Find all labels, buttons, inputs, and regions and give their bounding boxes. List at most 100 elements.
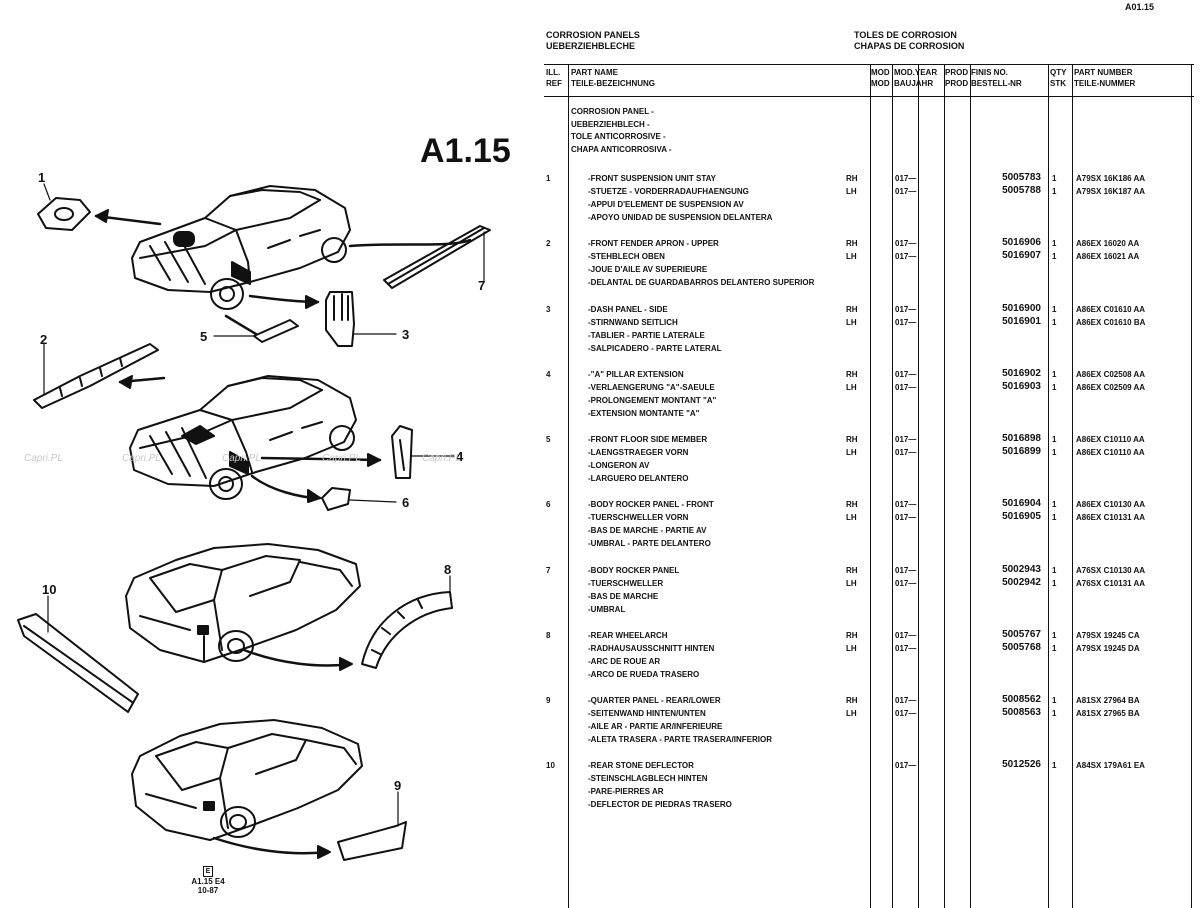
row-fins: 5016900 [1002,303,1041,314]
column-rule [1048,64,1049,908]
column-rule [1191,64,1192,908]
column-rule [944,64,945,908]
row-year: 017— [895,187,917,196]
row-qty: 1 [1052,370,1057,379]
row-year: 017— [895,761,917,770]
title-block-left: CORROSION PANELS UEBERZIEHBLECHE [546,30,640,52]
row-qty: 1 [1052,579,1057,588]
row-part-number: A86EX C02509 AA [1076,383,1146,392]
row-year: 017— [895,239,917,248]
table-row: 9 -QUARTER PANEL - REAR/LOWER-SEITENWAND… [544,694,1194,750]
row-side: RH [846,370,858,379]
row-qty: 1 [1052,696,1057,705]
row-names: -FRONT FENDER APRON - UPPER-STEHBLECH OB… [588,239,815,287]
row-fins: 5005788 [1002,185,1041,196]
callout-9: 9 [394,778,402,793]
watermark: Capri.PL [222,453,261,464]
row-part-number: A79SX 16K187 AA [1076,187,1146,196]
title-es: CHAPAS DE CORROSION [854,41,965,51]
row-side: LH [846,448,857,457]
parts-sheet: A01.15 CORROSION PANELS UEBERZIEHBLECHE … [544,0,1196,908]
row-names: -FRONT FLOOR SIDE MEMBER-LAENGSTRAEGER V… [588,435,708,483]
row-side: RH [846,174,858,183]
row-qty: 1 [1052,644,1057,653]
row-year: 017— [895,513,917,522]
row-part-number: A81SX 27965 BA [1076,709,1140,718]
row-year: 017— [895,174,917,183]
row-fins: 5016898 [1002,433,1041,444]
watermark: Capri.PL [322,453,361,464]
header-ref: ILL.REF [546,68,562,88]
row-side: LH [846,644,857,653]
row-part-number: A86EX C10131 AA [1076,513,1146,522]
row-year: 017— [895,644,917,653]
row-side: RH [846,696,858,705]
row-fins: 5008563 [1002,707,1041,718]
row-qty: 1 [1052,435,1057,444]
column-rule [918,64,919,908]
row-ref: 3 [546,305,551,314]
watermark: Capri.PL [122,453,161,464]
row-fins: 5002942 [1002,577,1041,588]
row-qty: 1 [1052,187,1057,196]
row-qty: 1 [1052,566,1057,575]
row-side: RH [846,435,858,444]
row-names: -QUARTER PANEL - REAR/LOWER-SEITENWAND H… [588,696,772,744]
callout-10: 10 [42,582,57,597]
row-part-number: A79SX 16K186 AA [1076,174,1146,183]
footer-line-2: 10-87 [197,886,219,895]
row-side: LH [846,318,857,327]
table-row: 3 -DASH PANEL - SIDE-STIRNWAND SEITLICH … [544,303,1194,359]
watermark: Capri.PL [24,453,63,464]
row-side: RH [846,305,858,314]
row-part-number: A86EX C10110 AA [1076,435,1145,444]
row-part-number: A76SX C10131 AA [1076,579,1146,588]
column-rule [970,64,971,908]
row-names: -DASH PANEL - SIDE-STIRNWAND SEITLICH -T… [588,305,722,353]
row-qty: 1 [1052,513,1057,522]
row-part-number: A86EX 16021 AA [1076,252,1140,261]
row-fins: 5005767 [1002,629,1041,640]
row-year: 017— [895,696,917,705]
row-qty: 1 [1052,448,1057,457]
row-fins: 5016906 [1002,237,1041,248]
watermark: Capri.PL [422,453,461,464]
row-fins: 5016905 [1002,511,1041,522]
row-fins: 5002943 [1002,564,1041,575]
row-year: 017— [895,383,917,392]
row-ref: 6 [546,500,551,509]
row-fins: 5016902 [1002,368,1041,379]
row-year: 017— [895,370,917,379]
row-fins: 5005768 [1002,642,1041,653]
row-names: -REAR STONE DEFLECTOR-STEINSCHLAGBLECH H… [588,761,732,809]
row-qty: 1 [1052,761,1057,770]
row-qty: 1 [1052,305,1057,314]
row-part-number: A86EX 16020 AA [1076,239,1140,248]
row-side: RH [846,500,858,509]
row-ref: 7 [546,566,551,575]
title-fr: TOLES DE CORROSION [854,30,957,40]
row-side: LH [846,252,857,261]
title-de: UEBERZIEHBLECHE [546,41,636,51]
row-ref: 2 [546,239,551,248]
row-year: 017— [895,631,917,640]
row-part-number: A79SX 19245 CA [1076,631,1140,640]
row-part-number: A81SX 27964 BA [1076,696,1140,705]
row-names: -REAR WHEELARCH-RADHAUSAUSSCHNITT HINTEN… [588,631,715,679]
row-qty: 1 [1052,709,1057,718]
row-side: LH [846,709,857,718]
row-part-number: A86EX C10130 AA [1076,500,1146,509]
table-header-rule [544,96,1194,97]
row-year: 017— [895,579,917,588]
row-names: -FRONT SUSPENSION UNIT STAY-STUETZE - VO… [588,174,773,222]
row-ref: 1 [546,174,551,183]
car-rear-view-1 [125,543,361,663]
row-side: RH [846,239,858,248]
footer-box: E [202,866,214,877]
row-fins: 5016907 [1002,250,1041,261]
column-rule [1072,64,1073,908]
callout-8: 8 [444,562,452,577]
row-side: RH [846,566,858,575]
